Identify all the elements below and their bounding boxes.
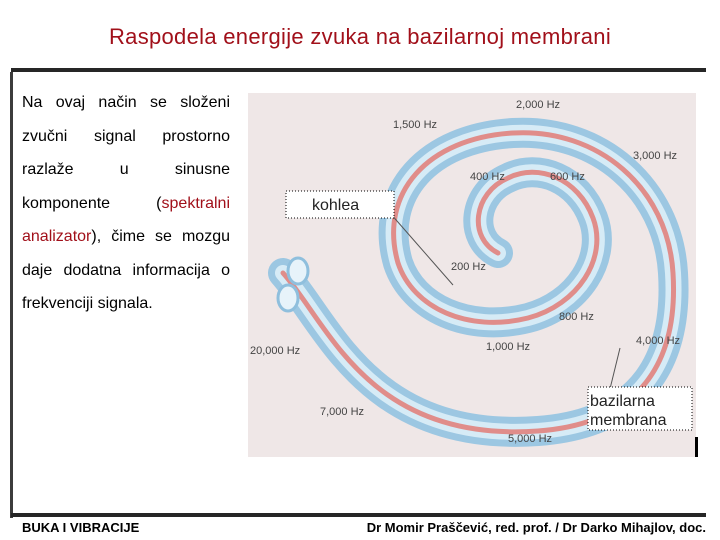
freq-label-20000: 20,000 Hz: [250, 345, 300, 357]
membrane-label-line2: membrana: [590, 412, 667, 429]
tube-opening-upper: [288, 258, 308, 284]
freq-label-200: 200 Hz: [451, 261, 486, 273]
freq-label-5000: 5,000 Hz: [508, 433, 552, 445]
freq-label-800: 800 Hz: [559, 311, 594, 323]
membrane-label-line1: bazilarna: [590, 393, 655, 410]
footer-authors: Dr Momir Praščević, red. prof. / Dr Dark…: [367, 520, 706, 535]
freq-label-7000: 7,000 Hz: [320, 406, 364, 418]
freq-label-1500: 1,500 Hz: [393, 119, 437, 131]
freq-label-2000: 2,000 Hz: [516, 99, 560, 111]
cochlea-figure: 2,000 Hz 1,500 Hz 3,000 Hz 400 Hz 600 Hz…: [248, 93, 696, 457]
figure-edge-marker: [695, 437, 698, 457]
freq-label-4000: 4,000 Hz: [636, 335, 680, 347]
footer-course-title: BUKA I VIBRACIJE: [22, 520, 139, 535]
freq-label-600: 600 Hz: [550, 171, 585, 183]
slide-left-border: [10, 72, 13, 518]
tube-opening-lower: [278, 285, 298, 311]
footer-divider: [11, 513, 706, 517]
freq-label-3000: 3,000 Hz: [633, 150, 677, 162]
freq-label-1000: 1,000 Hz: [486, 341, 530, 353]
title-divider: [11, 68, 706, 72]
freq-label-400: 400 Hz: [470, 171, 505, 183]
cochlea-label: kohlea: [312, 197, 359, 214]
body-paragraph: Na ovaj način se složeni zvučni signal p…: [22, 86, 230, 321]
slide-title: Raspodela energije zvuka na bazilarnoj m…: [0, 24, 720, 50]
